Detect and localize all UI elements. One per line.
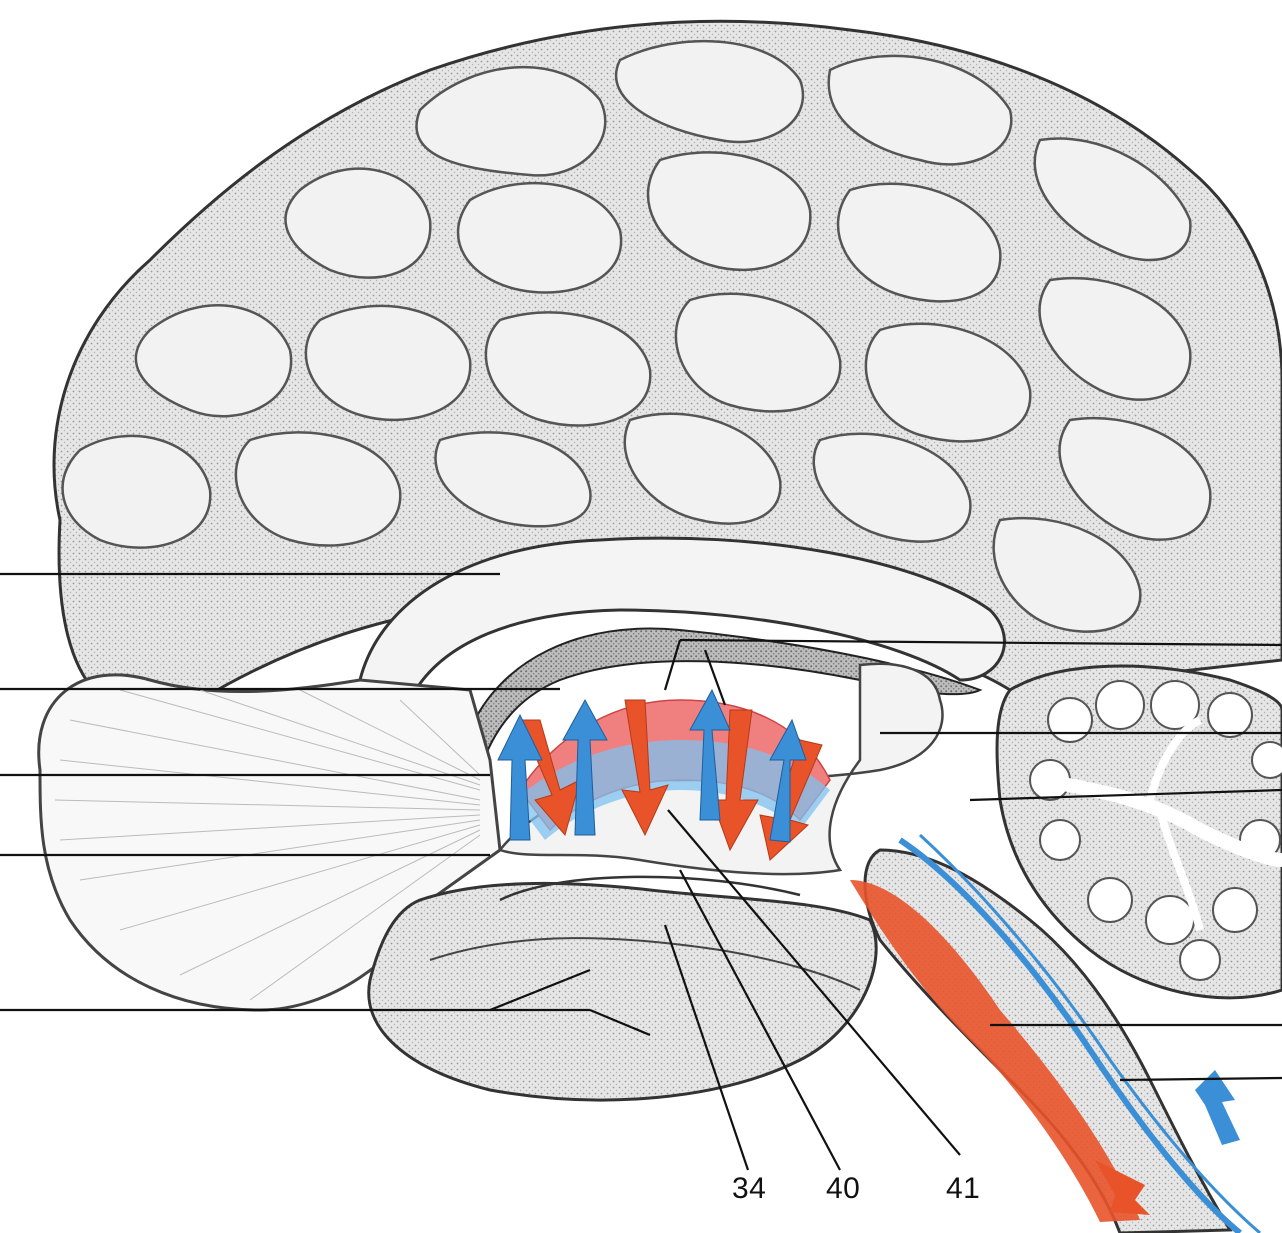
label-34: 34 (732, 1172, 766, 1206)
temporal-lobe (369, 883, 876, 1100)
label-40: 40 (826, 1172, 860, 1206)
brainstem-blue-arrow (1195, 1070, 1240, 1145)
label-41: 41 (946, 1172, 980, 1206)
